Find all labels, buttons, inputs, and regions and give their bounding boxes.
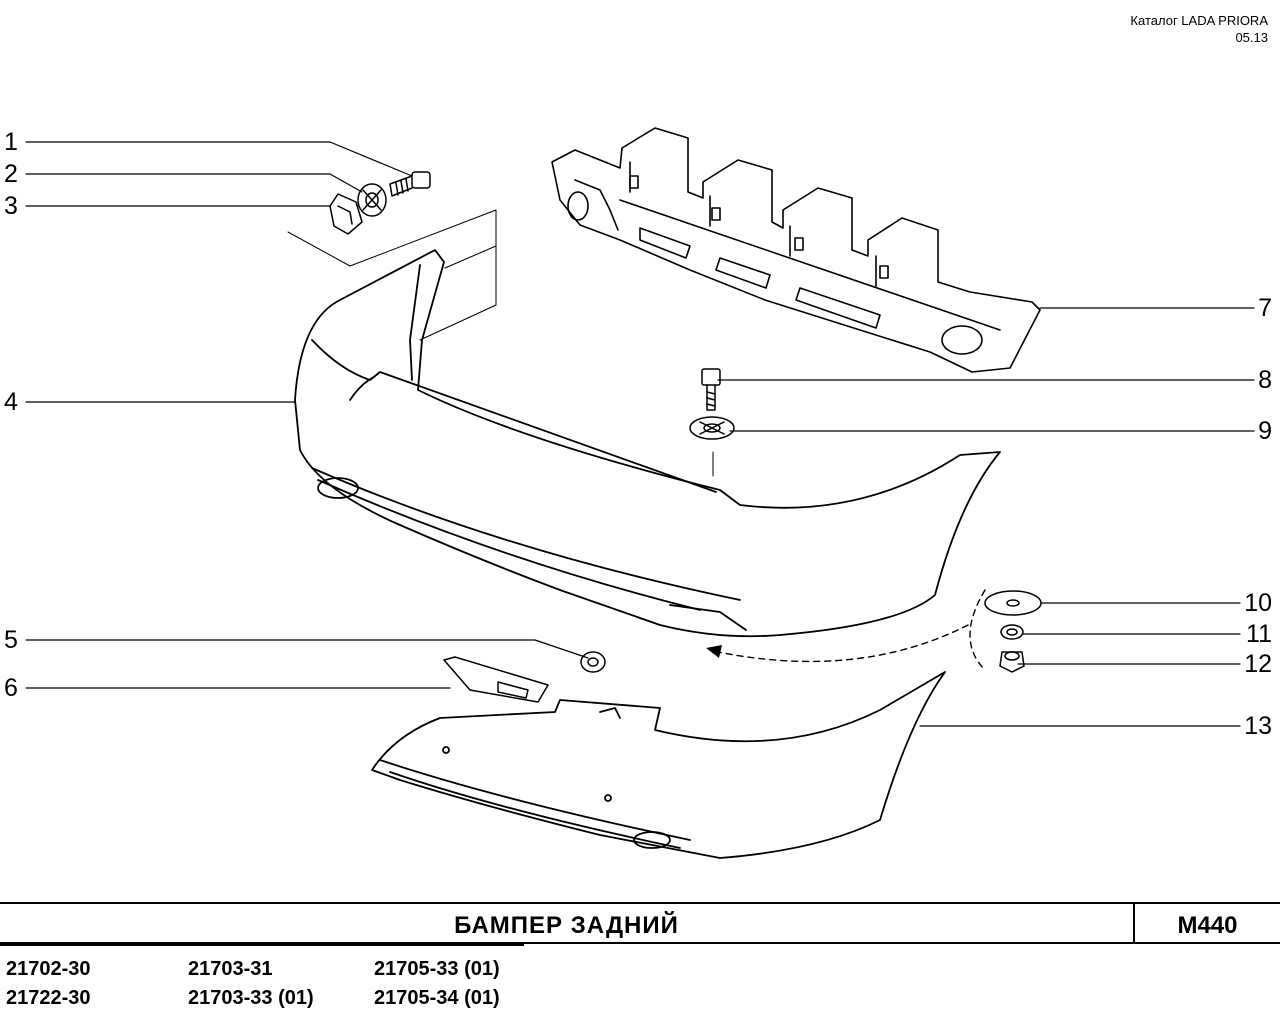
washer-part-2 [357,183,387,217]
bolt-part-8 [701,368,721,411]
washer-part-10 [984,590,1042,616]
bolt-part-1 [389,171,431,197]
callout-6: 6 [4,674,18,702]
callout-3: 3 [4,192,18,220]
callout-8: 8 [1258,366,1272,394]
title-bar: БАМПЕР ЗАДНИЙ M440 [0,902,1280,944]
model-code: 21705-33 (01) [374,958,500,980]
nut-part-5 [580,651,606,673]
move-arrow-head [706,645,722,658]
exploded-parts-diagram [25,127,1255,859]
model-code: 21703-33 (01) [188,987,314,1009]
trim-part-6 [443,656,549,703]
catalog-date: 05.13 [1235,30,1268,45]
callout-7: 7 [1258,294,1272,322]
absorber-part-7 [551,127,1041,373]
model-code: 21705-34 (01) [374,987,500,1009]
catalog-header: Каталог LADA PRIORA 05.13 [1130,12,1268,46]
washer-part-9 [689,416,735,440]
model-code: 21702-30 [6,958,91,980]
model-code: 21722-30 [6,987,91,1009]
leader-lines [25,141,1255,727]
models-rule [0,944,524,946]
clip-part-3 [329,193,363,235]
catalog-name: Каталог LADA PRIORA [1130,13,1268,28]
nut-part-12 [999,651,1025,673]
callout-2: 2 [4,160,18,188]
bumper-part-4 [294,249,1001,638]
callout-11: 11 [1246,620,1272,648]
callout-13: 13 [1244,712,1272,740]
callout-1: 1 [4,128,18,156]
title-divider [1133,904,1135,944]
callout-4: 4 [4,388,18,416]
bumper-part-13 [371,671,946,859]
page-code: M440 [1177,912,1238,939]
washer-part-11 [1000,624,1024,640]
page-title: БАМПЕР ЗАДНИЙ [454,912,679,939]
callout-9: 9 [1258,417,1272,445]
assembly-lines [287,209,714,477]
callout-12: 12 [1244,650,1272,678]
move-arrow [717,589,986,671]
callout-10: 10 [1244,589,1272,617]
model-code: 21703-31 [188,958,273,980]
callout-5: 5 [4,626,18,654]
